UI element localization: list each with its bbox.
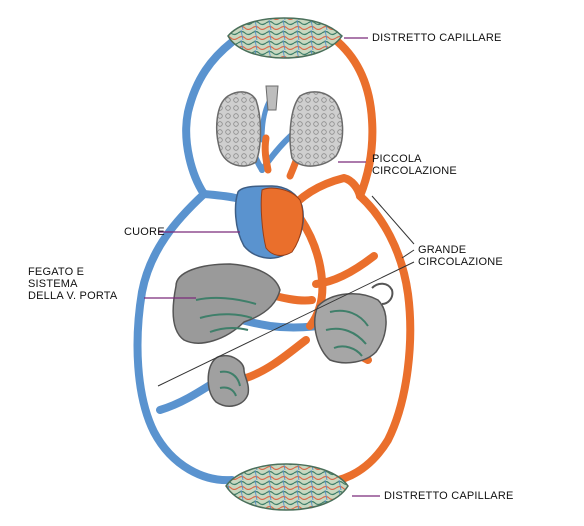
- label-pulmonary: PICCOLA CIRCOLAZIONE: [372, 153, 457, 177]
- pulmonary-vein: [265, 138, 268, 170]
- right-lung: [290, 92, 343, 166]
- trachea: [266, 86, 278, 110]
- label-systemic: GRANDE CIRCOLAZIONE: [418, 244, 503, 268]
- lungs: [217, 86, 343, 166]
- label-heart: CUORE: [124, 226, 165, 238]
- kidney: [208, 356, 248, 406]
- label-liver-line1: FEGATO E: [28, 266, 117, 278]
- liver: [173, 264, 280, 343]
- label-liver: FEGATO E SISTEMA DELLA V. PORTA: [28, 266, 117, 302]
- capillary-bed-top: [228, 18, 342, 58]
- leader-systemic-2: [402, 250, 414, 258]
- left-lung: [217, 92, 261, 166]
- label-capillary-bottom: DISTRETTO CAPILLARE: [384, 490, 514, 502]
- label-systemic-line2: CIRCOLAZIONE: [418, 256, 503, 268]
- label-liver-line3: DELLA V. PORTA: [28, 290, 117, 302]
- heart: [236, 186, 304, 258]
- label-pulmonary-line2: CIRCOLAZIONE: [372, 165, 457, 177]
- label-systemic-line1: GRANDE: [418, 244, 503, 256]
- label-capillary-top: DISTRETTO CAPILLARE: [372, 32, 502, 44]
- label-pulmonary-line1: PICCOLA: [372, 153, 457, 165]
- leader-lines: [144, 38, 380, 496]
- renal-artery: [246, 340, 306, 378]
- label-liver-line2: SISTEMA: [28, 278, 117, 290]
- artery-upper-right: [338, 42, 372, 196]
- intestine: [315, 284, 393, 363]
- capillary-bed-bottom: [226, 464, 348, 510]
